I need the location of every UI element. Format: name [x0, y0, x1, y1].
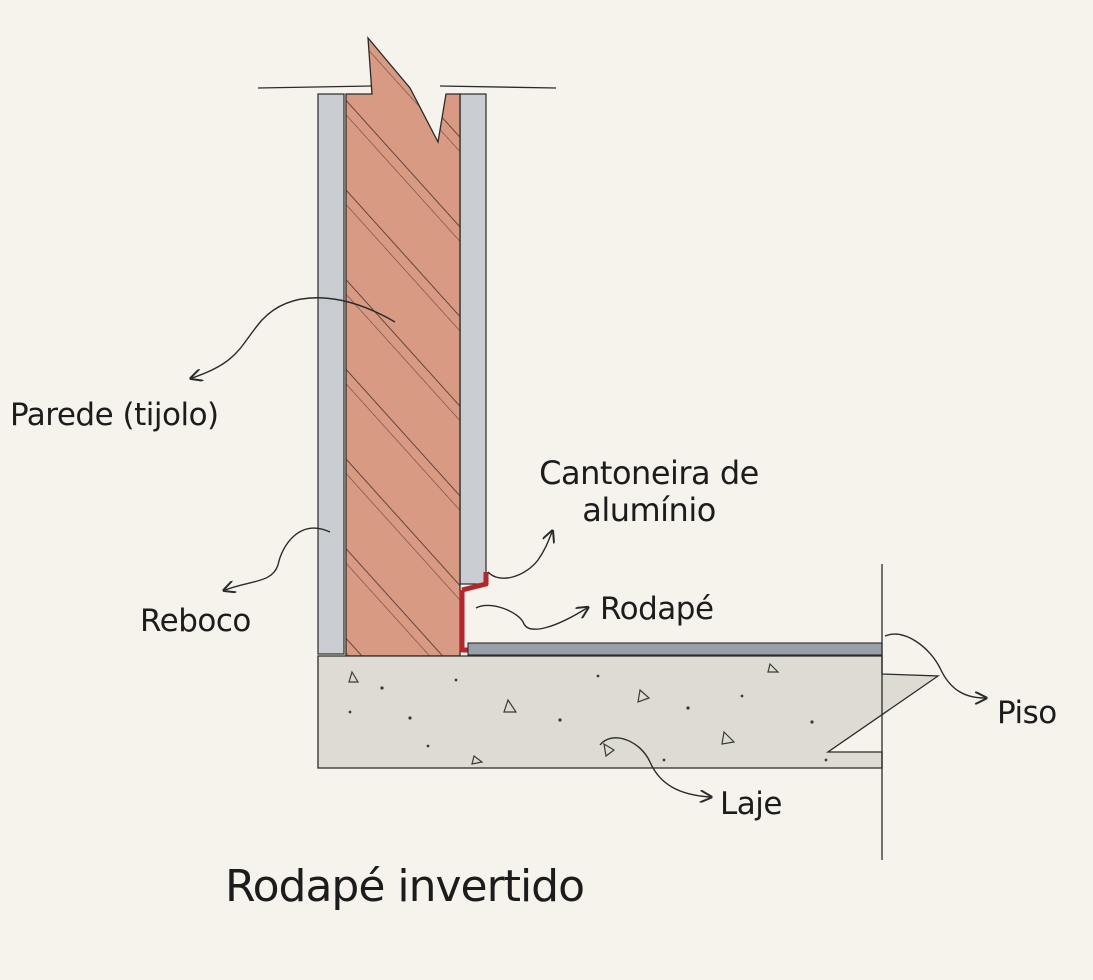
plaster-left: [317, 93, 345, 655]
label-laje: Laje: [720, 786, 782, 822]
leader-arrows: [192, 297, 985, 797]
label-cantoneira-line2: alumínio: [582, 490, 716, 529]
slab-dots: [348, 674, 828, 762]
concrete-slab: [317, 655, 940, 769]
label-piso: Piso: [997, 695, 1057, 731]
diagram-title: Rodapé invertido: [225, 861, 585, 912]
label-rodape: Rodapé: [600, 591, 714, 627]
floor-finish: [467, 642, 883, 656]
label-cantoneira: Cantoneira de alumínio: [520, 455, 778, 529]
plaster-right: [459, 93, 487, 585]
brick-hatch: [346, 38, 460, 656]
break-lines: [257, 85, 557, 89]
slab-aggregate: [348, 662, 780, 765]
label-reboco: Reboco: [140, 603, 251, 639]
aluminium-angle: [459, 572, 489, 653]
label-parede: Parede (tijolo): [10, 397, 219, 433]
label-cantoneira-line1: Cantoneira de: [539, 454, 759, 492]
